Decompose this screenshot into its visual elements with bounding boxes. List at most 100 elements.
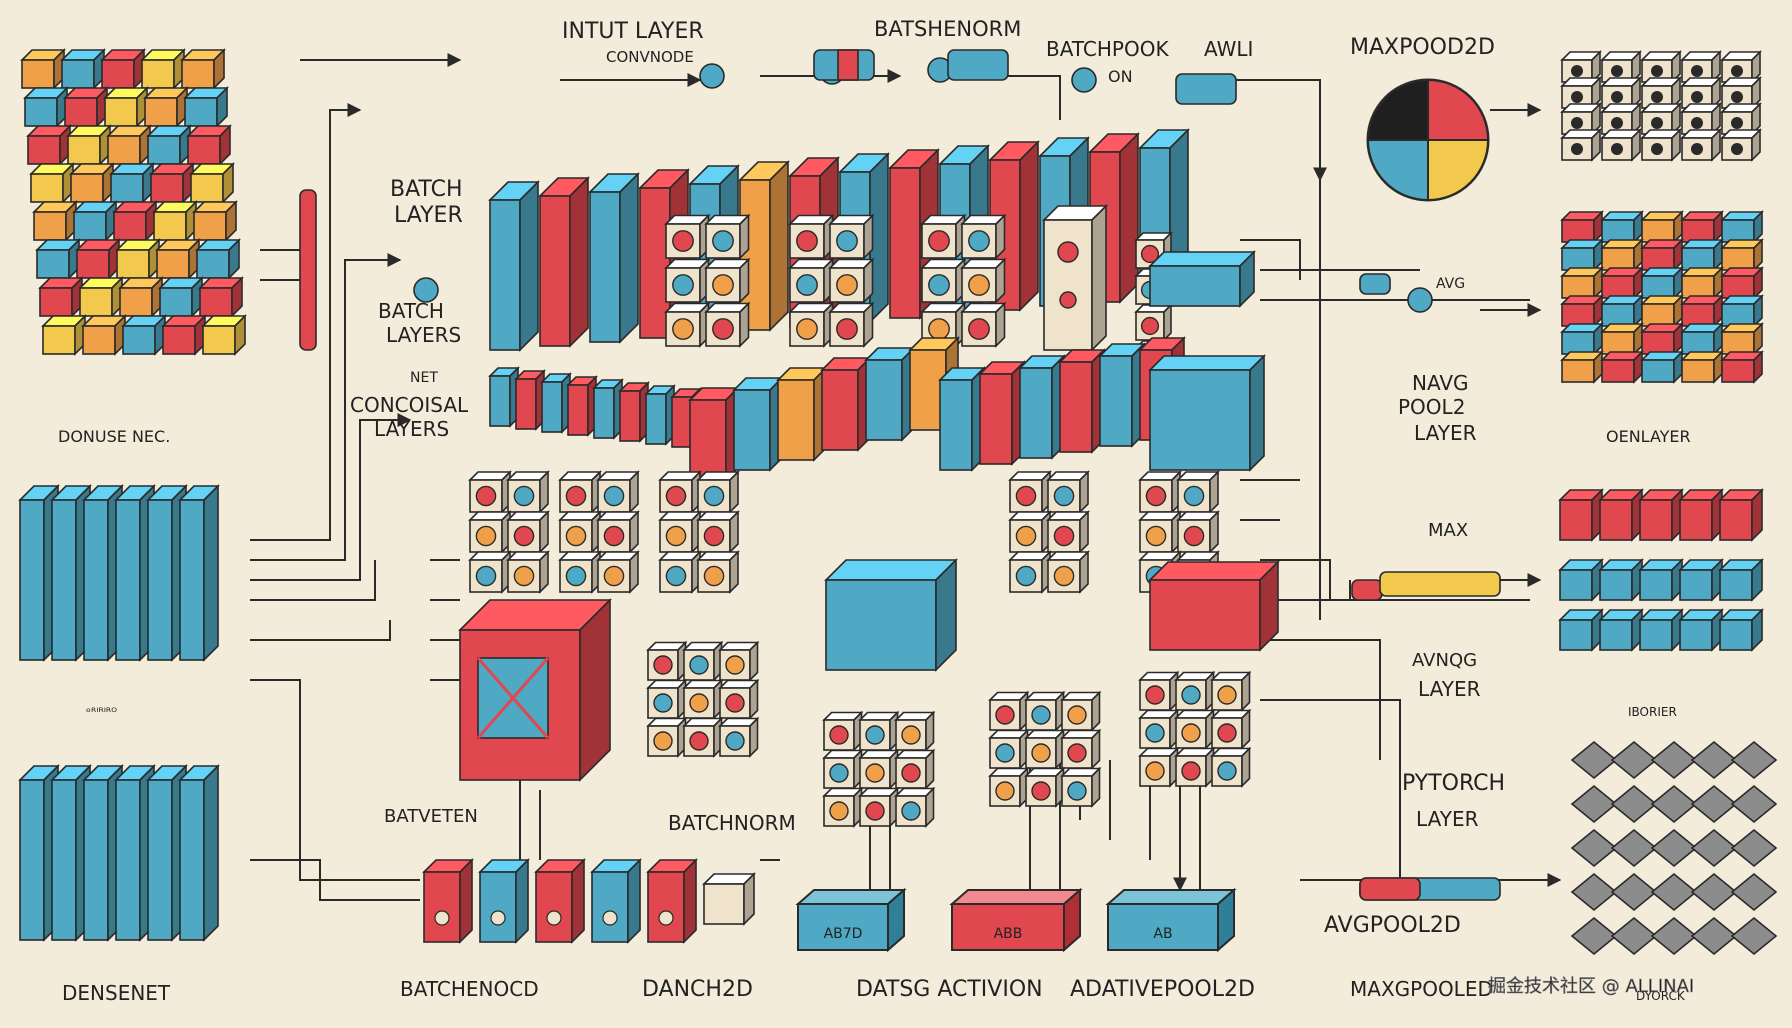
circle-node-icon [968, 230, 990, 252]
node-cube [1174, 746, 1216, 788]
circle-node-icon [1015, 565, 1037, 587]
circle-node-icon [672, 274, 694, 296]
circle-node-icon [1053, 525, 1075, 547]
circle-node-icon [1145, 723, 1165, 743]
circle-node-icon [1181, 723, 1201, 743]
texture-cube [1720, 322, 1764, 356]
pie-chart-icon [1366, 78, 1490, 202]
layer-slab [488, 180, 540, 352]
node-cube [468, 510, 512, 554]
circle-node-icon [1071, 67, 1097, 93]
circle-node-icon [725, 655, 745, 675]
node-cube [1046, 550, 1090, 594]
dense-slab [146, 484, 188, 662]
label-batveten: BATVETEN [384, 806, 478, 827]
node-cube [1138, 470, 1182, 514]
feature-cube [1148, 560, 1280, 652]
roll-cube [1600, 76, 1642, 110]
node-cube [646, 640, 688, 682]
bottom-box-2-label: ABB [994, 926, 1023, 942]
label-dense-nec: DONUSE NEC. [58, 427, 170, 446]
texture-cube [1560, 322, 1604, 356]
texture-cube [118, 276, 164, 318]
red-brick [1678, 488, 1724, 542]
circle-node-icon [565, 525, 587, 547]
texture-cube [186, 124, 232, 166]
node-cube [704, 213, 751, 260]
label-concolsal-2: LAYERS [374, 417, 449, 441]
node-cube [1024, 690, 1066, 732]
node-cube [506, 510, 550, 554]
label-batch-layers-1: BATCH [378, 299, 444, 323]
circle-node-icon [928, 230, 950, 252]
roll-cube [1600, 102, 1642, 136]
circle-node-icon [1140, 316, 1160, 336]
texture-cube [32, 200, 78, 242]
roll-cube [1560, 128, 1602, 162]
node-cube [822, 748, 864, 790]
circle-node-icon [865, 763, 885, 783]
circle-node-icon [603, 525, 625, 547]
circle-node-icon [1031, 781, 1051, 801]
circle-node-icon [603, 485, 625, 507]
dense-block [820, 356, 872, 452]
texture-cube [78, 276, 124, 318]
node-cube [1008, 510, 1052, 554]
watermark: 掘金技术社区 @ ALLINAI [1488, 976, 1694, 997]
node-cube [664, 257, 711, 304]
label-navg-1: NAVG [1412, 371, 1469, 395]
circle-node-icon [1031, 705, 1051, 725]
circle-node-icon [1183, 485, 1205, 507]
dense-slab [178, 484, 220, 662]
node-cube [1008, 470, 1052, 514]
blue-brick [1638, 608, 1684, 652]
node-cube [468, 550, 512, 594]
texture-cube [152, 200, 198, 242]
texture-cube [1560, 210, 1604, 244]
texture-cube [155, 238, 201, 280]
node-cube [858, 748, 900, 790]
node-cube [1046, 470, 1090, 514]
bottom-box-1-label: AB7D [824, 926, 863, 942]
connector-pill [1379, 571, 1501, 597]
label-navg-2: POOL2 [1398, 395, 1465, 419]
circle-node-icon [653, 731, 673, 751]
layer-slab [538, 176, 590, 348]
connector-block [1175, 73, 1237, 105]
label-oenlayer: OENLAYER [1606, 427, 1691, 446]
node-cube [658, 470, 702, 514]
connector-block [947, 49, 1009, 81]
circle-node-icon [1031, 743, 1051, 763]
circle-node-icon [836, 274, 858, 296]
node-cube [1138, 708, 1180, 750]
texture-cube [1600, 266, 1644, 300]
label-input-layer: INTUT LAYER [562, 19, 704, 44]
circle-node-icon [665, 525, 687, 547]
io-block [702, 872, 756, 926]
node-cube [596, 510, 640, 554]
node-cube [1138, 670, 1180, 712]
node-cube [1174, 708, 1216, 750]
texture-cube [26, 124, 72, 166]
texture-cube [1720, 350, 1764, 384]
feature-cube [824, 558, 958, 672]
node-cube [822, 786, 864, 828]
node-cube [696, 510, 740, 554]
circle-node-icon [712, 318, 734, 340]
circle-node-icon [513, 525, 535, 547]
circle-node-icon [1183, 525, 1205, 547]
label-convnode: CONVNODE [606, 48, 694, 66]
roll-cube [1560, 102, 1602, 136]
texture-cube [146, 124, 192, 166]
node-cube [506, 470, 550, 514]
label-batchnorm: BATCHNORM [668, 811, 796, 835]
node-cube [894, 786, 936, 828]
dense-slab [178, 764, 220, 942]
circle-node-icon [968, 274, 990, 296]
node-cube [988, 766, 1030, 808]
circle-node-icon [1067, 781, 1087, 801]
node-cube [718, 716, 760, 758]
connector-pill [1359, 273, 1391, 295]
circle-node-icon [712, 230, 734, 252]
